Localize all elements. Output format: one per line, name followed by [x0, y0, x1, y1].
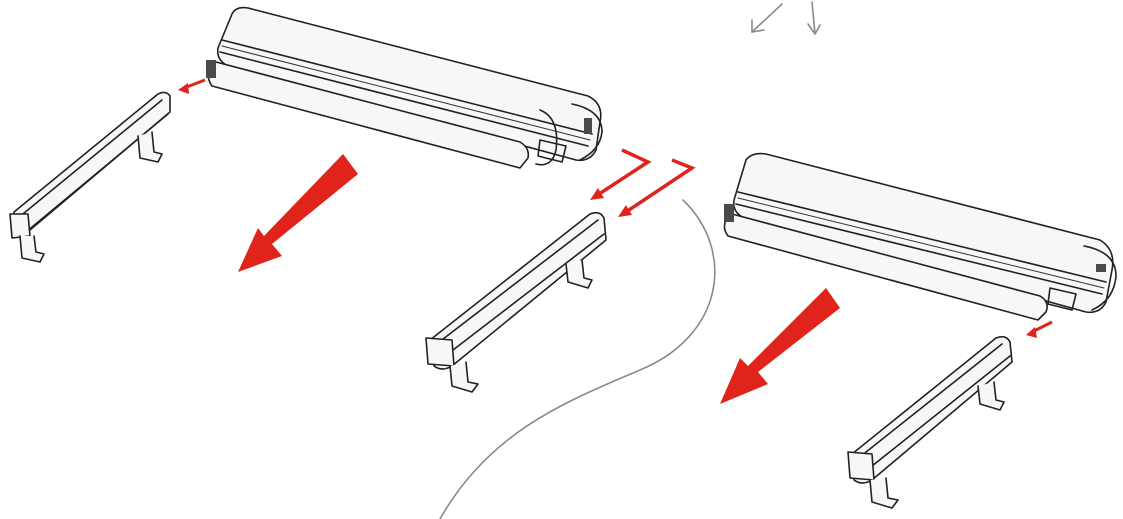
grey-hint-arrows: [752, 2, 820, 34]
small-arrow-icon-2: [1026, 322, 1052, 338]
roller-housing-right: [724, 154, 1116, 320]
direction-arrow-icon-1: [238, 154, 358, 272]
step-arrows: [590, 150, 692, 217]
mounting-bracket-right: [848, 337, 1012, 508]
roller-housing-left: [206, 8, 602, 168]
direction-arrow-icon-2: [720, 288, 840, 404]
mounting-bracket-left: [10, 92, 170, 262]
small-arrow-icon: [178, 80, 205, 94]
mounting-bracket-center: [426, 213, 606, 392]
